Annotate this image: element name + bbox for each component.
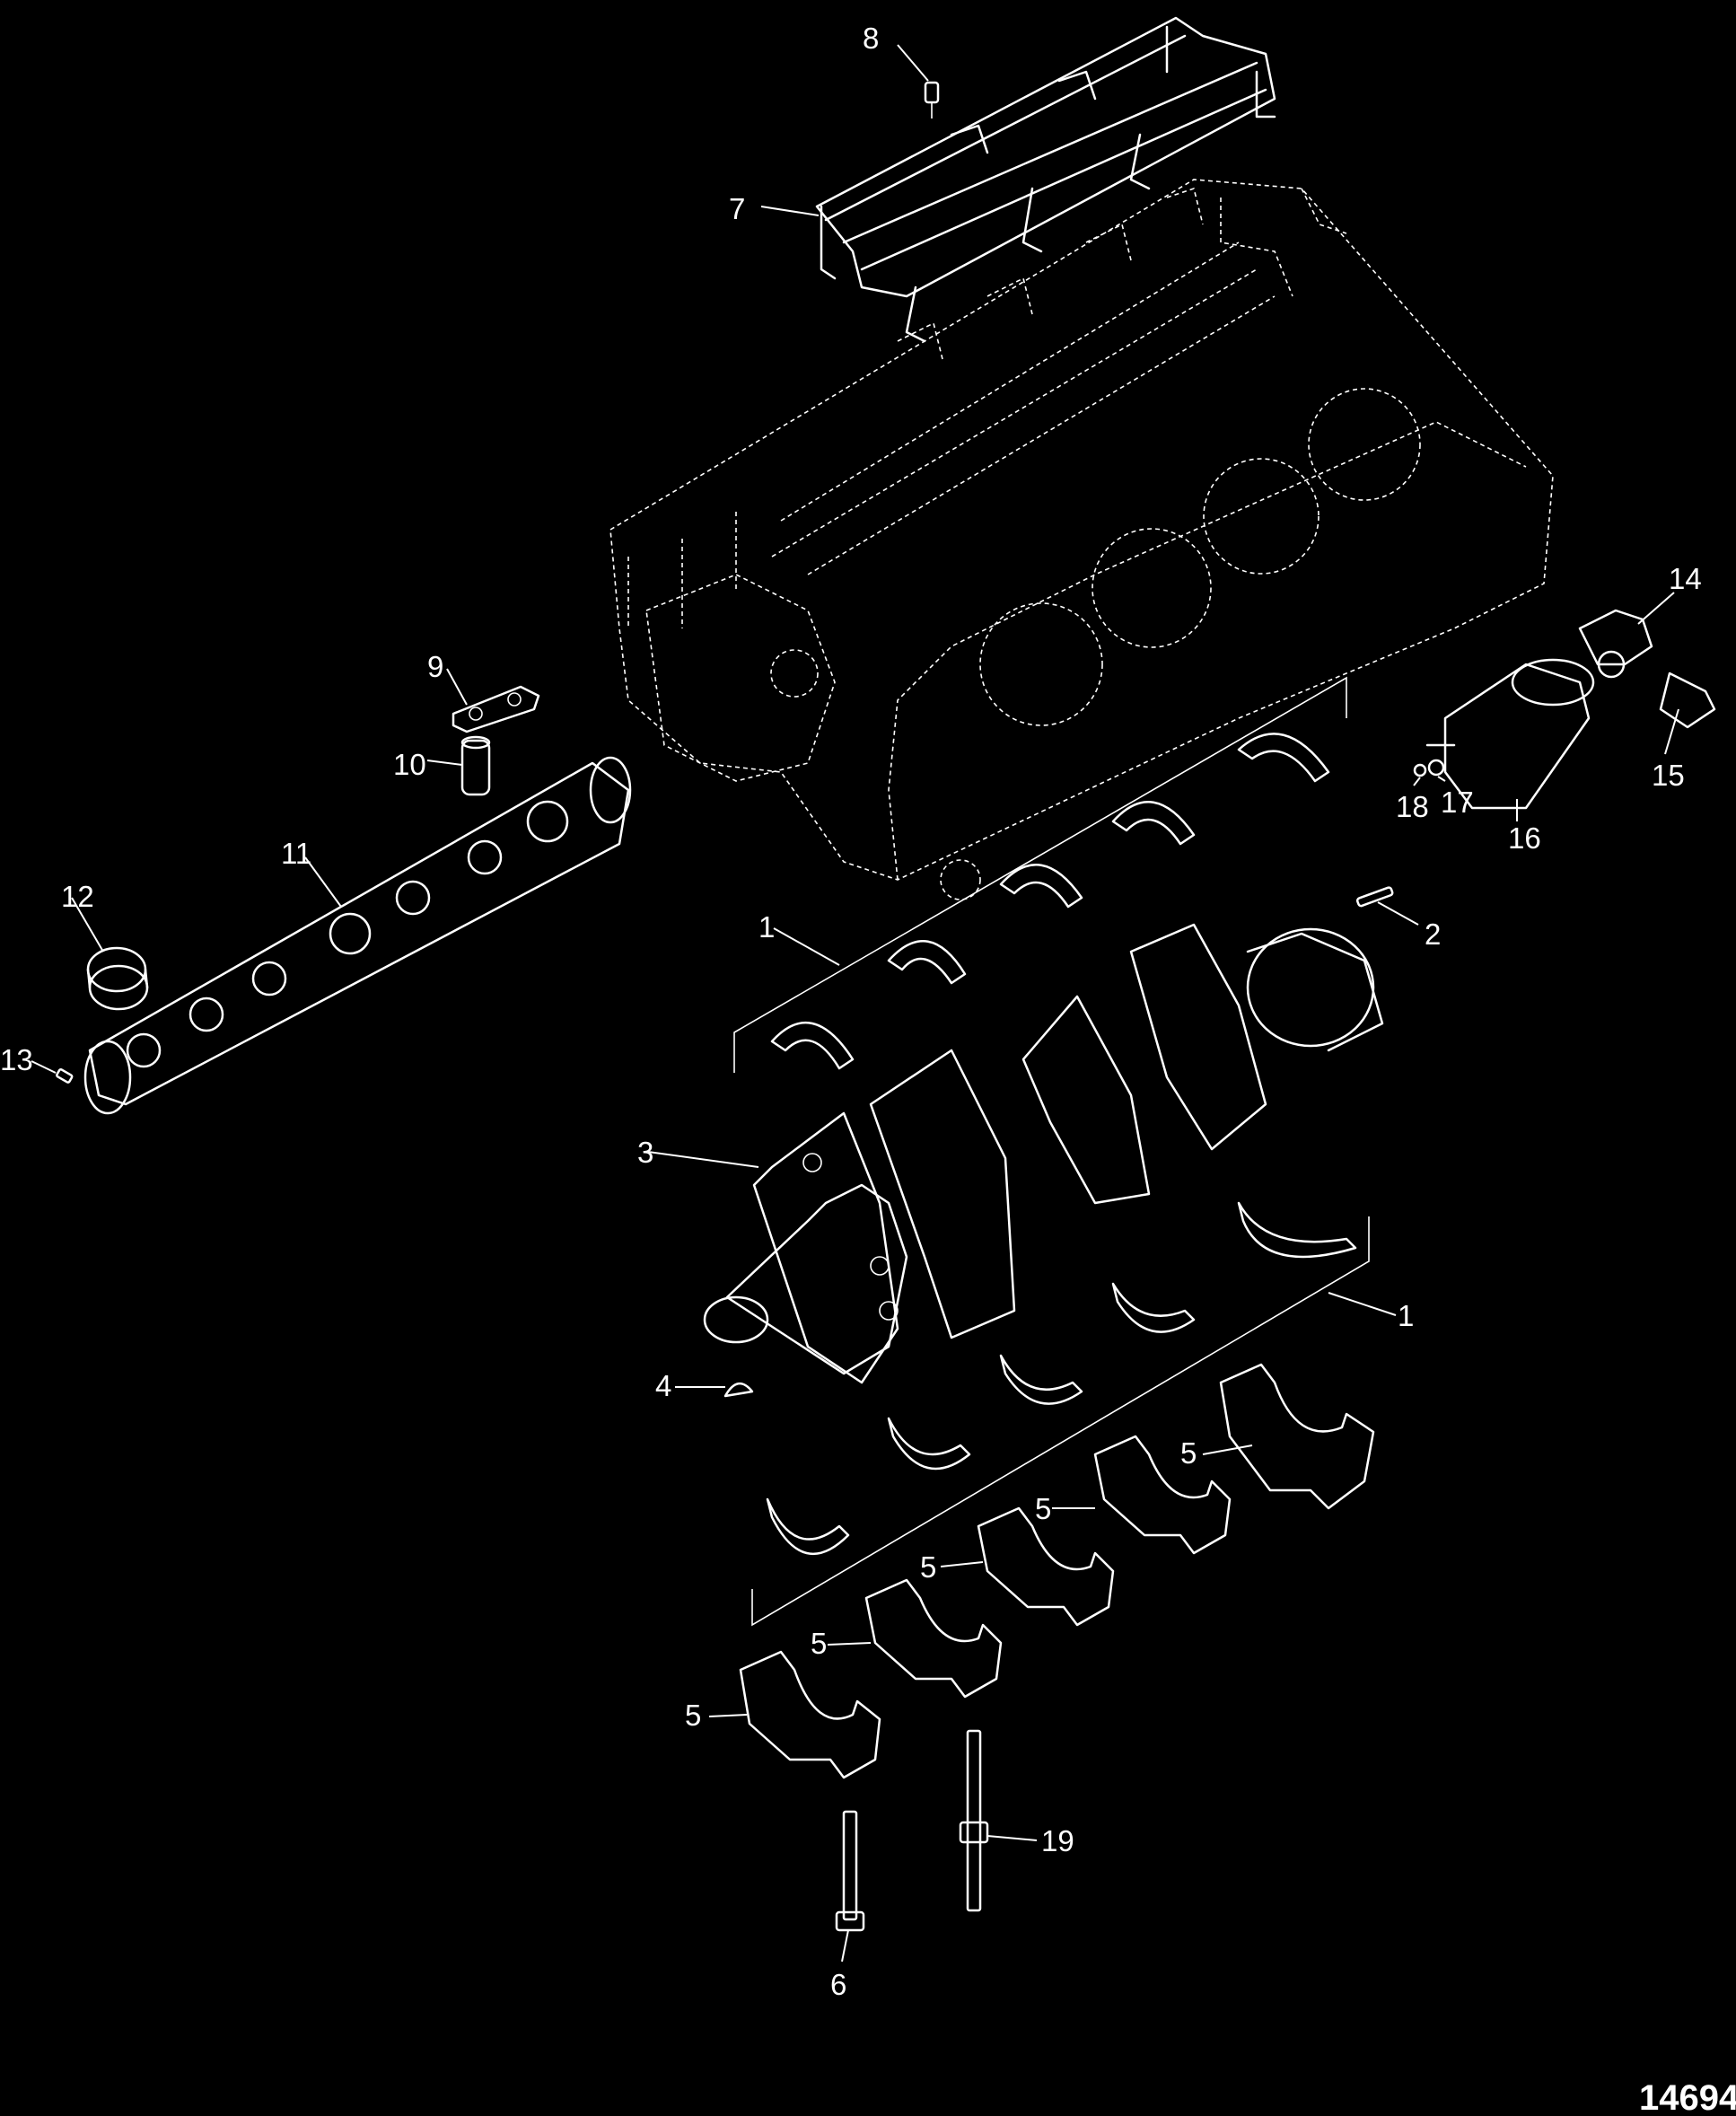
- main-bearing-lower-set: [751, 1201, 1370, 1627]
- lifter-guide: [452, 685, 540, 733]
- camshaft: [83, 756, 632, 1115]
- crankshaft: [703, 923, 1384, 1384]
- main-bearing-caps: [739, 1363, 1375, 1779]
- callout-5a: 5: [1180, 1436, 1197, 1470]
- callout-8: 12: [61, 880, 94, 913]
- engine-block: [609, 179, 1554, 900]
- dowel-pin: [1355, 886, 1394, 908]
- callout-10: 10: [393, 748, 426, 781]
- dowel-pin: [56, 1068, 74, 1084]
- callout-12: 13: [0, 1043, 33, 1076]
- callout-18: 17: [1441, 786, 1474, 819]
- callout-17: 16: [1508, 821, 1541, 855]
- washer: [1427, 759, 1445, 777]
- callout-9: 9: [427, 650, 443, 683]
- oil-pressure-fitting: [1578, 609, 1653, 679]
- callout-6: 6: [830, 1968, 846, 2001]
- callout-5e: 5: [685, 1699, 701, 1732]
- figure-number: 14694: [1639, 2078, 1736, 2116]
- callout-3: 3: [637, 1136, 653, 1169]
- callout-5b: 5: [1035, 1492, 1051, 1525]
- callout-2: 2: [1425, 918, 1441, 951]
- main-bearing-cap-bolt: [835, 1810, 865, 1932]
- leader-lines: [31, 44, 1679, 1962]
- callout-5c: 5: [920, 1550, 936, 1584]
- main-bearing-cap-stud: [959, 1729, 989, 1912]
- lifter-guide-retainer: [815, 16, 1276, 343]
- callout-16: 15: [1652, 759, 1685, 792]
- callout-1-upper: 1: [758, 910, 775, 944]
- callout-11: 11: [281, 837, 311, 870]
- camshaft-bearing: [86, 946, 149, 1011]
- callout-15: 14: [1669, 562, 1702, 595]
- callout-4: 4: [655, 1369, 671, 1402]
- main-bearing-upper-set: [733, 676, 1347, 1073]
- callout-13: 7: [729, 192, 745, 225]
- oil-pressure-sender: [1425, 658, 1595, 810]
- washer: [1413, 763, 1427, 777]
- callout-19: 18: [1396, 790, 1429, 823]
- callout-1-lower: 1: [1398, 1299, 1414, 1332]
- callout-14: 8: [863, 22, 879, 55]
- oil-pressure-sensor: [1659, 672, 1716, 729]
- crankshaft-key: [723, 1383, 754, 1398]
- valve-lifter: [460, 735, 491, 796]
- screw: [924, 81, 940, 119]
- callout-5d: 5: [811, 1627, 827, 1660]
- callout-7: 19: [1041, 1824, 1074, 1857]
